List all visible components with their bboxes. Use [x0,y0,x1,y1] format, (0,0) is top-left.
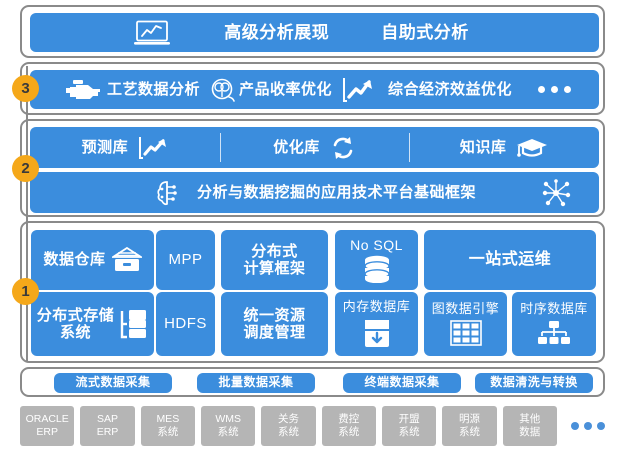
brain-circuit-icon [153,179,181,207]
memory-download-icon [362,318,392,348]
source-line2: 系统 [157,426,179,438]
block-label-tsdb: 时序数据库 [520,301,588,317]
trend-arrow-icon [342,77,374,103]
storage-tree-icon [118,308,148,340]
collection-label-terminal: 终端数据采集 [364,375,440,390]
line-chart-icon [138,136,168,160]
source-item-wms[interactable]: WMS 系统 [200,406,256,446]
source-more-dots-icon[interactable] [570,422,605,430]
source-line1: ORACLE [25,412,69,425]
collection-item-clean[interactable]: 数据清洗与转换 [475,373,593,393]
refresh-cycle-icon [330,136,356,160]
block-distributed-compute[interactable]: 分布式 计算框架 [221,230,328,290]
block-label-graph-engine: 图数据引擎 [431,301,500,317]
layer3-item-label-1: 工艺数据分析 [106,80,200,98]
top-layer-panel: 高级分析展现 自助式分析 [20,5,605,58]
source-line2: 系统 [458,426,480,438]
layer3-more-dots-icon[interactable] [538,86,572,93]
block-hdfs[interactable]: HDFS [156,292,215,356]
block-label-data-warehouse: 数据仓库 [43,251,106,269]
source-line1: 其他 [519,412,541,425]
layer-rail [26,66,28,361]
layer-2-panel: 预测库 优化库 [20,119,605,217]
layer-3-badge: 3 [12,75,39,102]
source-line1: SAP [96,412,118,425]
source-line2: 系统 [277,426,299,438]
library-item-optimize[interactable]: 优化库 [219,127,410,168]
layer-2-library-bar: 预测库 优化库 [30,127,599,168]
block-nosql[interactable]: No SQL [335,230,418,290]
library-item-forecast[interactable]: 预测库 [30,127,220,168]
source-item-mes[interactable]: MES 系统 [140,406,195,446]
source-line1: 费控 [338,412,360,425]
hierarchy-icon [537,320,571,346]
warehouse-drawer-icon [111,246,142,274]
layer-3-bar[interactable]: 工艺数据分析 产品收率优化 综合经济效益优化 [30,70,599,109]
source-line1: 关务 [277,412,299,425]
graduation-cap-icon [516,136,548,160]
layer-1-panel: 数据仓库 MPP 分布式存储 系统 [20,221,605,363]
source-line1: 明源 [458,412,480,425]
layer3-item-label-2: 产品收率优化 [238,80,332,98]
source-line2: ERP [96,426,119,438]
database-cylinder-icon [360,255,394,284]
grid-table-icon [449,320,482,346]
source-item-alliance[interactable]: 开盟 系统 [381,406,437,446]
collection-item-terminal[interactable]: 终端数据采集 [343,373,461,393]
source-item-other[interactable]: 其他 数据 [502,406,557,446]
top-item-label-2: 自助式分析 [381,22,469,42]
engine-icon [65,79,100,101]
collection-label-stream: 流式数据采集 [75,375,151,390]
laptop-chart-icon [134,20,171,46]
collection-item-batch[interactable]: 批量数据采集 [197,373,315,393]
source-item-sap-erp[interactable]: SAP ERP [80,406,135,446]
block-label-mpp: MPP [168,251,203,269]
source-line2: 系统 [398,426,420,438]
block-tsdb[interactable]: 时序数据库 [512,292,596,356]
block-memory-db[interactable]: 内存数据库 [335,292,418,356]
source-line1: WMS [215,412,241,425]
block-data-warehouse[interactable]: 数据仓库 [31,230,154,290]
source-item-mingyuan[interactable]: 明源 系统 [442,406,497,446]
layer-2-platform-bar[interactable]: 分析与数据挖掘的应用技术平台基础框架 [30,172,599,213]
block-mpp[interactable]: MPP [156,230,215,290]
source-item-oracle-erp[interactable]: ORACLE ERP [20,406,75,446]
target-icon [210,78,236,102]
collection-panel: 流式数据采集 批量数据采集 终端数据采集 数据清洗与转换 [20,367,605,397]
source-line2: ERP [36,426,58,438]
layer-3-panel: 工艺数据分析 产品收率优化 综合经济效益优化 [20,62,605,115]
network-nodes-icon [541,178,571,207]
library-item-knowledge[interactable]: 知识库 [409,127,599,168]
collection-label-batch: 批量数据采集 [218,375,294,390]
source-line2: 数据 [519,426,541,438]
source-systems-row: ORACLE ERP SAP ERP MES 系统 WMS 系统 关务 系统 费… [20,404,605,448]
library-label-knowledge: 知识库 [459,138,507,156]
source-item-customs[interactable]: 关务 系统 [261,406,316,446]
layer3-item-label-3: 综合经济效益优化 [388,80,513,98]
top-item-label-1: 高级分析展现 [224,22,330,42]
platform-label: 分析与数据挖掘的应用技术平台基础框架 [196,183,476,201]
layer-2-badge: 2 [12,155,39,182]
block-label-hdfs: HDFS [164,315,207,333]
block-distributed-storage[interactable]: 分布式存储 系统 [31,292,154,356]
library-label-optimize: 优化库 [273,138,320,156]
collection-item-stream[interactable]: 流式数据采集 [54,373,172,393]
collection-label-clean: 数据清洗与转换 [490,375,578,390]
source-item-expense[interactable]: 费控 系统 [321,406,376,446]
block-unified-resource[interactable]: 统一资源 调度管理 [221,292,328,356]
library-label-forecast: 预测库 [81,138,129,156]
source-line1: MES [156,412,180,425]
block-label-ops: 一站式运维 [468,250,552,268]
layer-1-badge: 1 [12,278,39,305]
source-line1: 开盟 [398,412,420,425]
source-line2: 系统 [338,426,360,438]
top-layer-bar[interactable]: 高级分析展现 自助式分析 [30,13,599,52]
block-label-nosql: No SQL [350,236,403,253]
block-ops[interactable]: 一站式运维 [424,230,596,290]
source-line2: 系统 [217,426,239,438]
block-graph-engine[interactable]: 图数据引擎 [424,292,507,356]
block-label-distributed-storage: 分布式存储 系统 [36,306,115,341]
block-label-memory-db: 内存数据库 [342,299,411,315]
